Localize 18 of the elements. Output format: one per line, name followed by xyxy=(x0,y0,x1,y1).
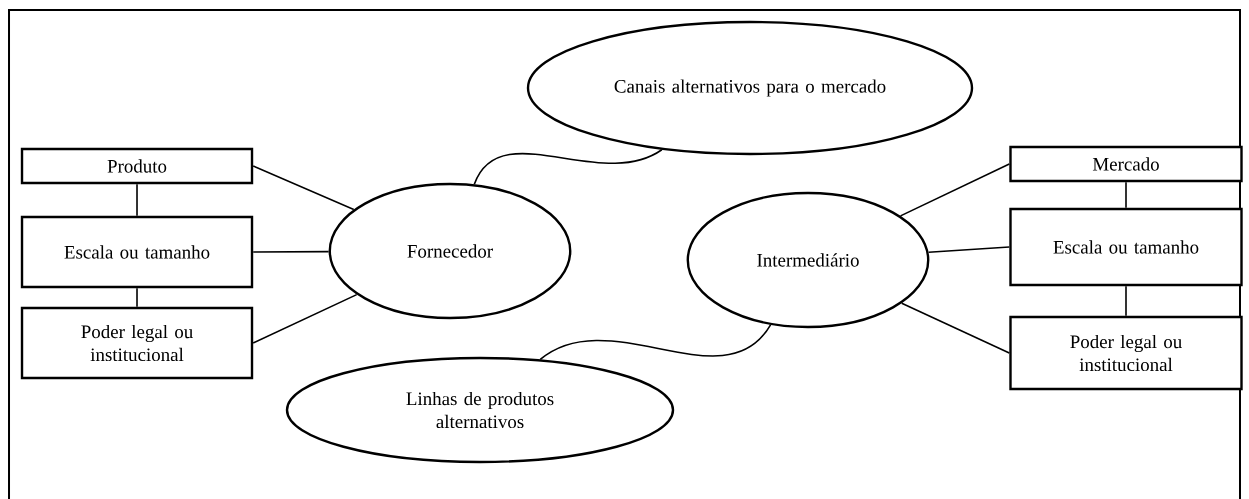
connector-line xyxy=(252,165,355,211)
connector-line xyxy=(1125,285,1127,317)
connector-line xyxy=(136,287,138,308)
text-box: Produto xyxy=(20,147,254,185)
text-box: Poder legal ou institucional xyxy=(1009,315,1243,391)
connector-line xyxy=(900,302,1011,354)
text-box: Escala ou tamanho xyxy=(20,215,254,289)
text-box: Mercado xyxy=(1009,145,1243,183)
connector-line xyxy=(473,148,663,185)
connector-line xyxy=(136,183,138,217)
connector-line xyxy=(252,250,330,253)
text-box: Poder legal ou institucional xyxy=(20,306,254,380)
connector-line xyxy=(252,293,358,344)
text-box: Escala ou tamanho xyxy=(1009,207,1243,287)
connector-line xyxy=(539,324,772,361)
connector-line xyxy=(927,246,1011,253)
connector-line xyxy=(899,163,1011,217)
connector-line xyxy=(1125,181,1127,209)
